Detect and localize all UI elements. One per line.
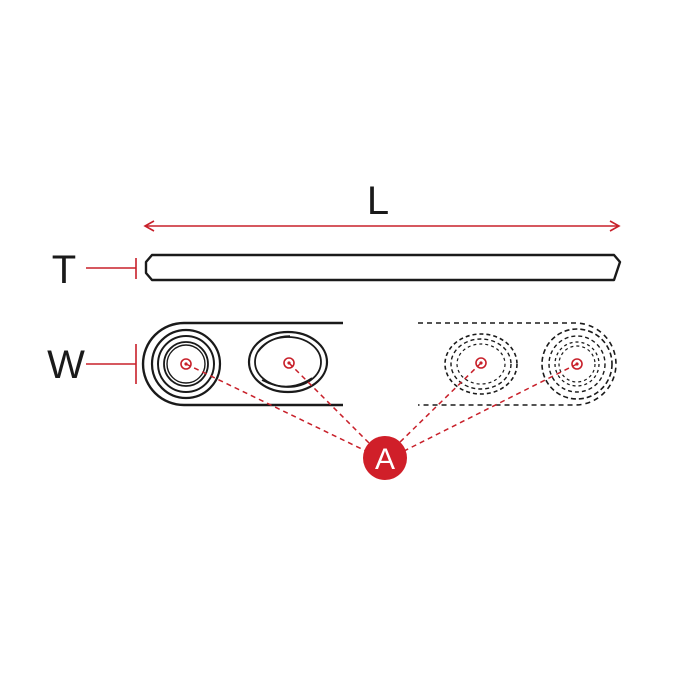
width-dimension: W bbox=[47, 343, 137, 387]
side-view bbox=[144, 253, 622, 282]
leader-to-hole-4 bbox=[401, 363, 578, 453]
plate-outline-dashed bbox=[418, 322, 617, 406]
callout-leaders bbox=[185, 362, 578, 453]
leader-to-hole-2 bbox=[288, 362, 373, 447]
width-label: W bbox=[47, 343, 85, 387]
length-label: L bbox=[367, 179, 389, 223]
leader-to-hole-3 bbox=[395, 362, 482, 447]
length-arrow-right bbox=[609, 220, 621, 232]
top-view bbox=[141, 321, 617, 407]
leader-to-hole-1 bbox=[185, 363, 369, 453]
hole-1-center bbox=[180, 358, 192, 370]
hole-4-center bbox=[571, 358, 583, 370]
length-arrow-left bbox=[143, 220, 155, 232]
thickness-dimension: T bbox=[52, 248, 137, 292]
thickness-label: T bbox=[52, 248, 76, 292]
slotted-hole-2 bbox=[247, 330, 329, 394]
callout-label: A bbox=[375, 443, 395, 476]
plate-side-profile bbox=[144, 253, 622, 282]
plate-outline-solid bbox=[141, 321, 343, 407]
countersunk-hole-4 bbox=[541, 328, 613, 400]
callout-circle bbox=[363, 436, 407, 480]
hole-2-center bbox=[283, 357, 295, 369]
hole-3-center bbox=[475, 357, 487, 369]
length-dimension: L bbox=[143, 179, 621, 232]
callout-badge: A bbox=[363, 436, 407, 480]
